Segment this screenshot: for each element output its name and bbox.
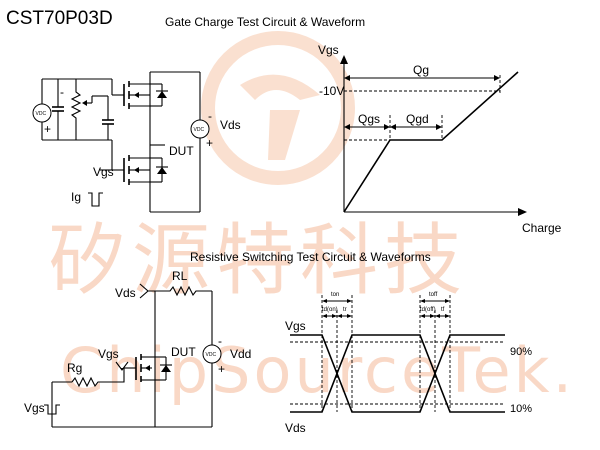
sw-wave-tdoff: td(off) [420,307,436,313]
left-source-plus: + [44,122,52,136]
right-source-plus: + [206,136,214,150]
gc-wave-qgd: Qgd [406,112,429,126]
gate-charge-title: Gate Charge Test Circuit & Waveform [165,15,366,29]
gc-ig-label: Ig [71,190,82,204]
gc-wave-xlabel: Charge [522,221,562,235]
gc-wave-ylabel: Vgs [318,43,339,57]
sw-pulse-label: Vgs [24,401,45,415]
sw-wave-90: 90% [510,346,533,358]
gc-wave-qg: Qg [413,63,430,77]
sw-wave-ton: ton [331,292,340,298]
right-source-minus: - [208,109,212,123]
gc-vds-label: Vds [220,118,241,132]
gc-wave-level: -10V [319,84,345,98]
sw-source-minus: - [218,334,222,348]
gc-wave-qgs: Qgs [358,112,381,126]
watermark-chinese: 矽源特科技 [48,216,469,306]
sw-wave-vgs: Vgs [285,319,306,333]
sw-dut-label: DUT [171,345,196,359]
sw-wave-tr: tr [343,307,347,313]
sw-vdd-label: Vdd [230,347,252,361]
part-number: CST70P03D [6,8,113,29]
switching-title: Resistive Switching Test Circuit & Wavef… [190,250,431,264]
gc-vgs-label: Vgs [93,165,114,179]
sw-wave-tdon: td(on) [322,307,338,313]
svg-text:VDC: VDC [36,111,47,117]
left-source-minus: - [60,85,64,99]
watermark-english: ChipSourceTek. [60,334,576,407]
sw-vds-label: Vds [115,286,136,300]
sw-wave-10: 10% [510,403,533,415]
sw-rl-label: RL [172,269,188,283]
svg-text:VDC: VDC [206,352,217,358]
svg-text:VDC: VDC [194,127,205,133]
sw-wave-tf: tf [441,307,445,313]
sw-rg-label: Rg [67,361,83,375]
sw-source-plus: + [218,362,226,376]
sw-wave-toff: toff [429,292,438,298]
sw-wave-vds: Vds [285,421,306,435]
sw-vgs-label: Vgs [98,347,119,361]
gc-dut-label: DUT [169,144,194,158]
